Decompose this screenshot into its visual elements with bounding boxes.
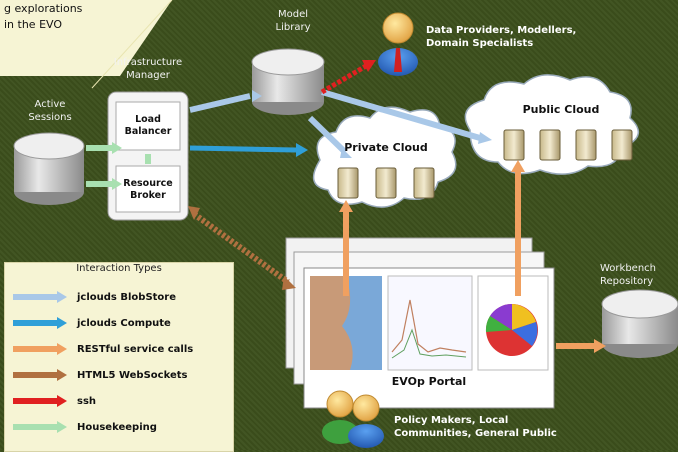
resource-broker-box (115, 165, 181, 213)
load-balancer-box (115, 101, 181, 151)
legend-item-compute: jclouds Compute (13, 315, 171, 331)
legend-item-websocket: HTML5 WebSockets (13, 367, 187, 383)
policy-makers-actor-icon (322, 390, 384, 448)
load-balancer-line2: Balancer (124, 126, 172, 137)
infra-label-line1: Infrastructure (113, 57, 183, 68)
evop-portal-label: EVOp Portal (391, 375, 467, 388)
intro-line-1: g explorations (4, 2, 83, 15)
data-providers-line2: Domain Specialists (426, 38, 534, 49)
active-sessions-line2: Sessions (28, 112, 72, 123)
resource-broker-line2: Broker (130, 190, 166, 201)
legend-item-housekeeping: Housekeeping (13, 419, 157, 435)
legend-label-compute: jclouds Compute (77, 317, 171, 329)
workbench-line2: Repository (600, 276, 654, 287)
legend-panel: Interaction Types jclouds BlobStore jclo… (4, 262, 234, 452)
workbench-line1: Workbench (600, 263, 656, 274)
model-library-label-line2: Library (275, 22, 311, 33)
private-cloud-servers (337, 167, 435, 199)
model-library-label: Model Library (266, 8, 320, 34)
public-cloud-label: Public Cloud (522, 103, 600, 116)
intro-line-2: in the EVO (4, 18, 63, 31)
intro-callout: g explorations in the EVO (0, 0, 173, 89)
data-providers-actor-icon (378, 12, 418, 76)
legend-label-blobstore: jclouds BlobStore (77, 291, 177, 303)
infra-label-line2: Manager (126, 70, 170, 81)
infrastructure-manager-label: Infrastructure Manager (98, 56, 198, 82)
legend-item-ssh: ssh (13, 393, 96, 409)
resource-broker-line1: Resource (123, 178, 173, 189)
legend-item-blobstore: jclouds BlobStore (13, 289, 176, 305)
private-cloud-label: Private Cloud (344, 141, 428, 154)
data-providers-label: Data Providers, Modellers, Domain Specia… (426, 24, 576, 50)
legend-label-websocket: HTML5 WebSockets (77, 369, 188, 381)
policy-makers-line2: Communities, General Public (394, 428, 557, 439)
active-sessions-label: Active Sessions (20, 98, 80, 124)
load-balancer-line1: Load (135, 114, 161, 125)
policy-makers-line1: Policy Makers, Local (394, 415, 509, 426)
blobstore-arrows (189, 89, 481, 155)
blobstore-arrow-icon (13, 291, 67, 303)
websocket-arrow (192, 211, 290, 285)
evop-portal (285, 237, 555, 409)
intro-callout-shape (0, 0, 173, 89)
model-library-label-line1: Model (277, 9, 309, 20)
workbench-repository-cylinder (601, 289, 678, 358)
resource-broker-label: Resource Broker (116, 178, 180, 202)
public-cloud-servers (503, 129, 633, 161)
housekeeping-arrow-icon (13, 421, 67, 433)
active-sessions-cylinder (13, 132, 85, 205)
data-providers-line1: Data Providers, Modellers, (426, 25, 577, 36)
rest-arrow-icon (13, 343, 67, 355)
active-sessions-line1: Active (34, 99, 66, 110)
rest-arrows (343, 172, 594, 349)
legend-label-rest: RESTful service calls (77, 343, 194, 355)
websocket-arrow-icon (13, 369, 67, 381)
compute-arrow (189, 145, 297, 153)
compute-arrow-icon (13, 317, 67, 329)
housekeeping-arrows (86, 145, 151, 187)
ssh-arrow-icon (13, 395, 67, 407)
policy-makers-label: Policy Makers, Local Communities, Genera… (394, 414, 557, 440)
chart-thumbnail (387, 275, 473, 371)
legend-label-ssh: ssh (77, 395, 97, 407)
load-balancer-label: Load Balancer (116, 114, 180, 138)
workbench-repository-label: Workbench Repository (600, 262, 678, 288)
ssh-arrow (320, 63, 368, 95)
model-library-cylinder (251, 48, 325, 115)
legend-item-rest: RESTful service calls (13, 341, 193, 357)
legend-label-housekeeping: Housekeeping (77, 421, 157, 433)
legend-title: Interaction Types (76, 263, 162, 274)
